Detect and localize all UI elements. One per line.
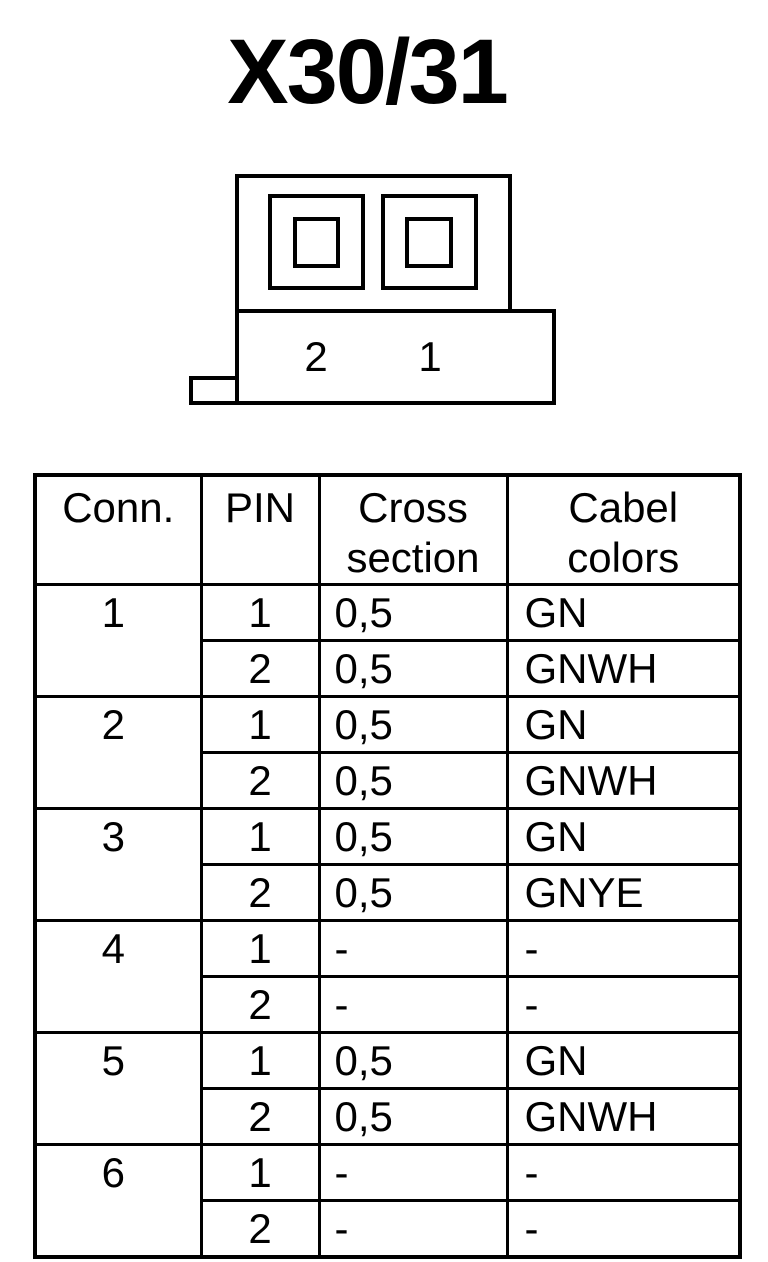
header-pin: PIN [199,473,321,586]
header-conn: Conn. [33,473,203,586]
cell-cable-color: GN [505,583,742,642]
cell-cross-section: 0,5 [317,695,509,754]
cell-cross-section: - [317,1143,509,1202]
cell-cable-color: GNWH [505,1087,742,1146]
connector-diagram: 2 1 [189,174,556,405]
cell-pin: 2 [199,1199,321,1259]
cell-cable-color: GNWH [505,751,742,810]
cell-cross-section: 0,5 [317,639,509,698]
cell-cross-section: 0,5 [317,807,509,866]
cell-cable-color: GN [505,807,742,866]
cell-pin: 1 [199,1031,321,1090]
cell-cable-color: - [505,919,742,978]
table-row: 2-- [35,1199,742,1259]
cell-cross-section: - [317,975,509,1034]
cell-conn: 5 [33,1031,203,1146]
cell-cable-color: GN [505,695,742,754]
cell-cross-section: - [317,919,509,978]
cell-pin: 2 [199,975,321,1034]
cell-conn: 1 [33,583,203,698]
pin-socket-1-inner [405,217,453,268]
cell-pin: 1 [199,583,321,642]
pin-socket-2-inner [293,217,340,268]
cell-pin: 2 [199,639,321,698]
connector-title: X30/31 [227,21,509,123]
cell-pin: 2 [199,1087,321,1146]
cell-cable-color: GNYE [505,863,742,922]
cell-cable-color: GNWH [505,639,742,698]
cell-conn: 6 [33,1143,203,1259]
cell-pin: 1 [199,1143,321,1202]
cell-cable-color: GN [505,1031,742,1090]
cell-pin: 1 [199,695,321,754]
cell-pin: 1 [199,919,321,978]
pin-label-1: 1 [418,333,441,380]
cell-cable-color: - [505,975,742,1034]
cell-cable-color: - [505,1199,742,1259]
cell-cable-color: - [505,1143,742,1202]
cell-cross-section: - [317,1199,509,1259]
cell-conn: 2 [33,695,203,810]
cell-cross-section: 0,5 [317,583,509,642]
cell-cross-section: 0,5 [317,751,509,810]
pin-label-2: 2 [304,333,327,380]
cell-cross-section: 0,5 [317,1031,509,1090]
pin-socket-2-outer [268,194,365,290]
cell-conn: 4 [33,919,203,1034]
cell-pin: 2 [199,863,321,922]
cell-pin: 2 [199,751,321,810]
pin-socket-1-outer [381,194,478,290]
cell-cross-section: 0,5 [317,1087,509,1146]
cell-cross-section: 0,5 [317,863,509,922]
cell-pin: 1 [199,807,321,866]
table-row: 2-- [35,975,742,1034]
cell-conn: 3 [33,807,203,922]
connector-latch [189,376,239,405]
